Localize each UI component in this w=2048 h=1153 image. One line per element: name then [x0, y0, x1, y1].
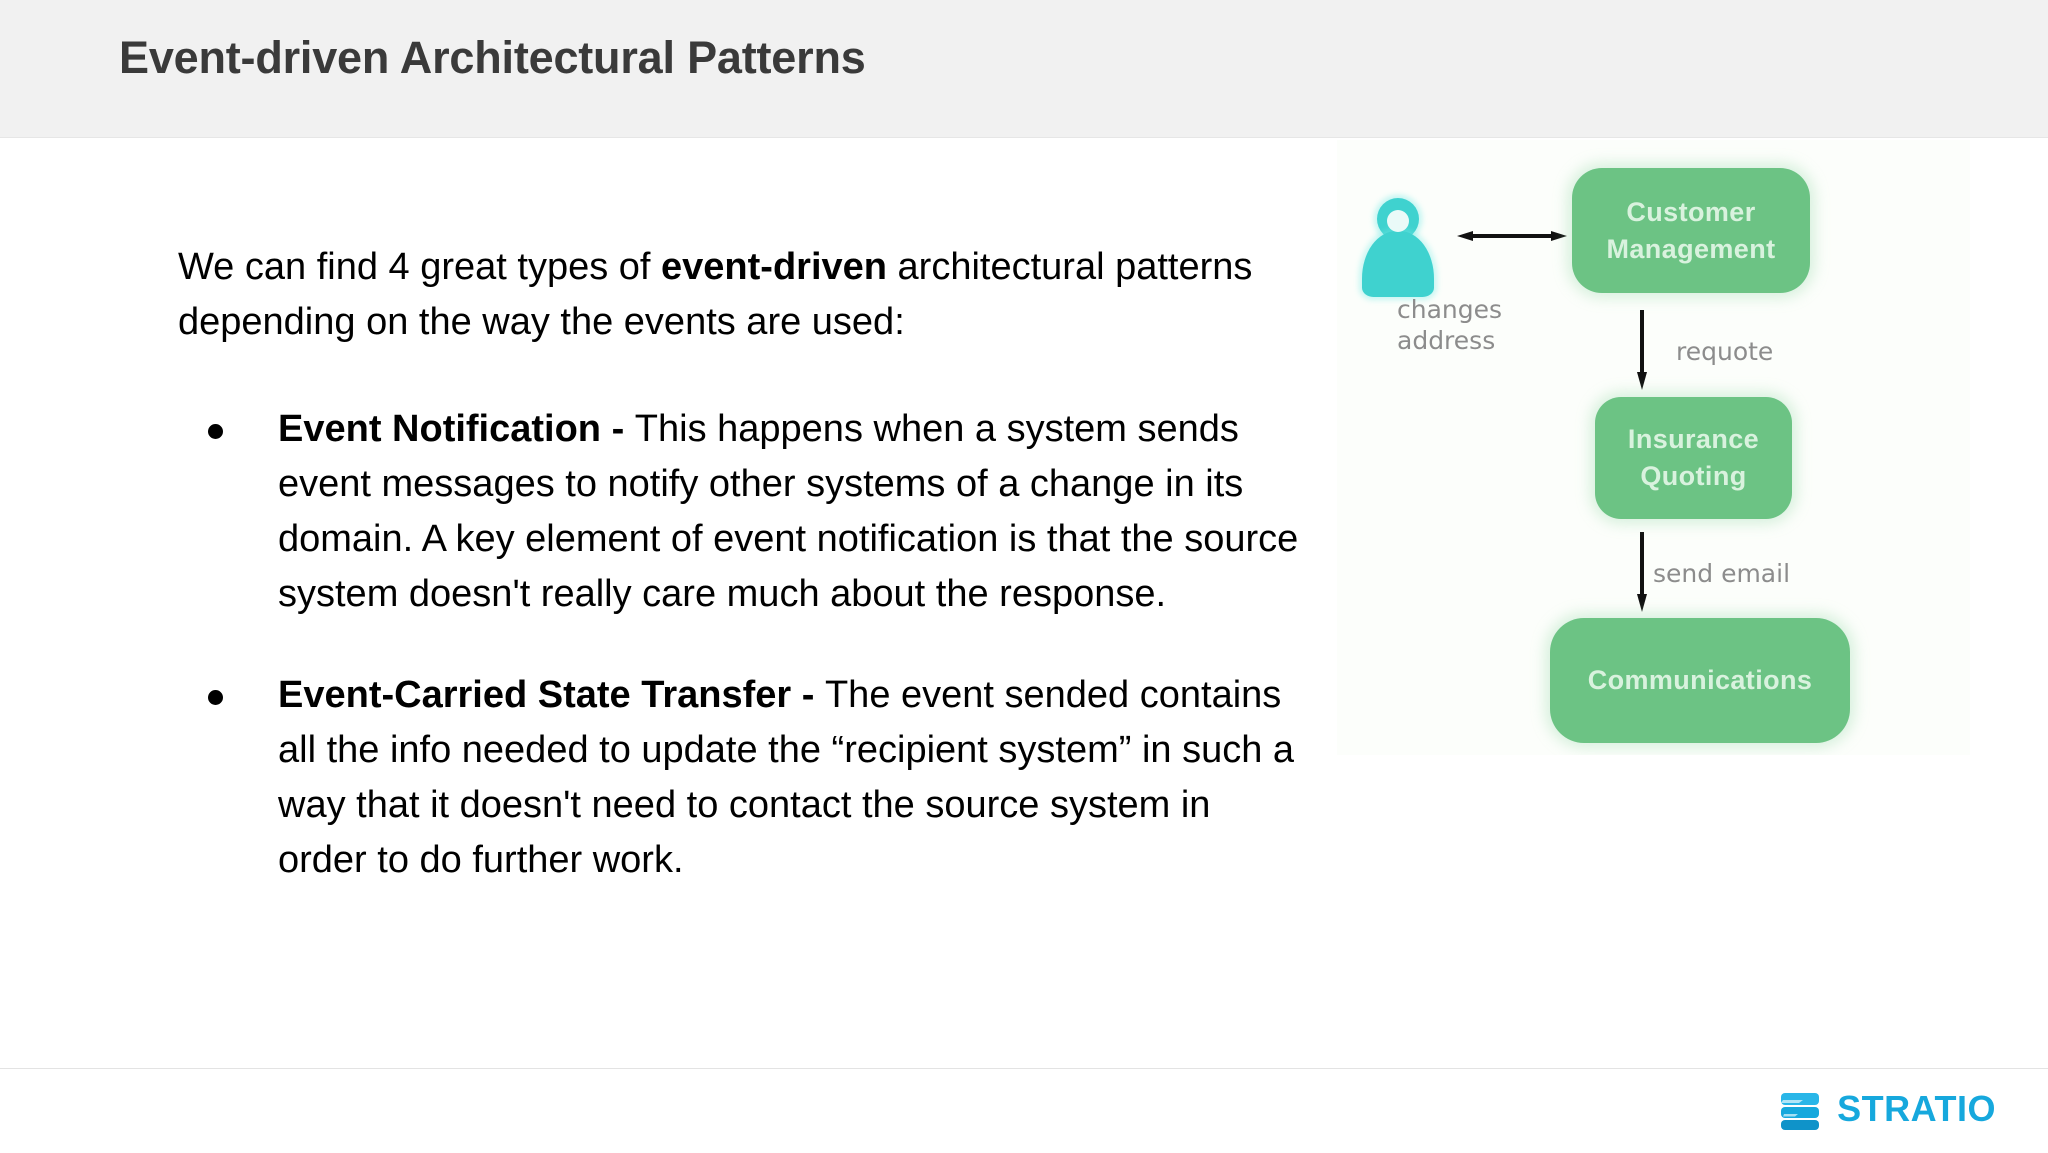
list-item: Event Notification - This happens when a… — [178, 402, 1308, 622]
bullet-body-text: The event sended contains all the info n… — [278, 674, 1295, 881]
intro-text-after: architectural patterns depending on the … — [178, 246, 1253, 343]
stratio-logo-text: STRATIO — [1837, 1088, 1996, 1129]
bullet-lead-label: Event Notification - — [278, 408, 635, 450]
bullet-body-text: This happens when a system sends event m… — [278, 408, 1299, 615]
bidirectional-arrow-icon — [1457, 231, 1567, 241]
diagram-label-send-email: send email — [1653, 559, 1791, 588]
bullet-dot-icon — [208, 424, 223, 439]
intro-paragraph: We can find 4 great types of event-drive… — [178, 240, 1308, 350]
diagram-node-insurance-quoting: Insurance Quoting — [1595, 397, 1792, 519]
diagram-label-requote: requote — [1676, 337, 1774, 366]
slide-content: We can find 4 great types of event-drive… — [0, 138, 2048, 1068]
text-column: We can find 4 great types of event-drive… — [178, 202, 1328, 888]
person-body — [1362, 231, 1434, 297]
page-title: Event-driven Architectural Patterns — [119, 32, 866, 83]
bullet-lead-label: Event-Carried State Transfer - — [278, 674, 825, 716]
stratio-logo: STRATIO — [1781, 1087, 1996, 1131]
list-item: Event-Carried State Transfer - The event… — [178, 668, 1308, 888]
intro-text-bold: event-driven — [661, 246, 887, 288]
intro-text-before: We can find 4 great types of — [178, 246, 662, 288]
stratio-logo-icon — [1781, 1087, 1823, 1131]
architecture-diagram: Customer Management Insurance Quoting Co… — [1337, 140, 1970, 755]
diagram-node-communications: Communications — [1550, 618, 1850, 743]
slide-header: Event-driven Architectural Patterns — [0, 0, 2048, 138]
user-person-icon — [1360, 198, 1436, 298]
down-arrow-icon — [1637, 310, 1647, 390]
diagram-label-changes-address: changes address — [1397, 295, 1503, 355]
slide-footer: STRATIO — [0, 1068, 2048, 1153]
diagram-node-customer-management: Customer Management — [1572, 168, 1810, 293]
bullet-dot-icon — [208, 690, 223, 705]
down-arrow-icon — [1637, 532, 1647, 612]
person-head-notch — [1387, 210, 1409, 232]
pattern-list: Event Notification - This happens when a… — [178, 402, 1328, 888]
